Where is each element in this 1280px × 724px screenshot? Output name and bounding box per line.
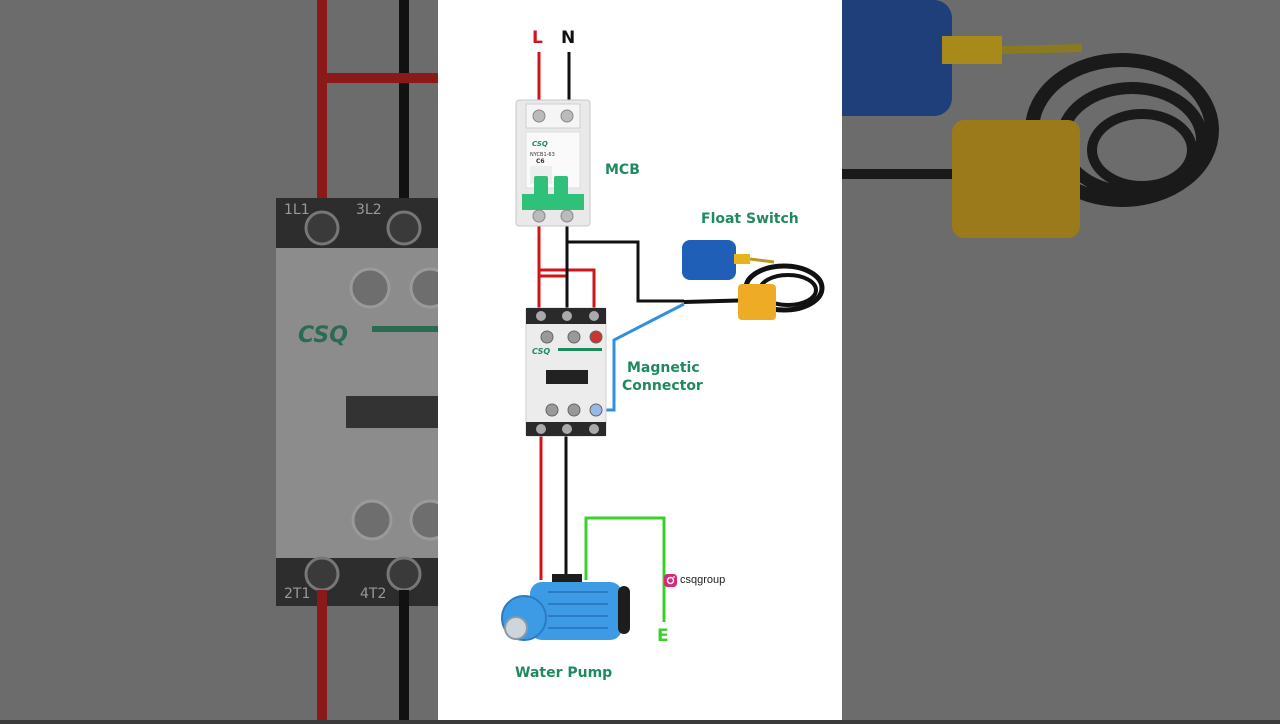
- svg-text:3L2: 3L2: [356, 202, 382, 218]
- svg-text:C6: C6: [536, 158, 545, 165]
- live-terminal-label: L: [532, 28, 543, 48]
- background-left-contactor: 1L1 3L2 CSQ 2T1 4T2: [0, 0, 438, 720]
- contactor-label-line2: Connector: [622, 378, 703, 394]
- wiring-diagram-svg: CSQ NYCB1-63 C6 CSQ: [501, 52, 825, 641]
- wiring-diagram: CSQ NYCB1-63 C6 CSQ: [438, 0, 842, 720]
- earth-terminal-label: E: [657, 626, 669, 646]
- svg-text:2T1: 2T1: [284, 586, 310, 602]
- mcb-breaker: CSQ NYCB1-63 C6: [515, 99, 591, 227]
- float-switch-device: [682, 240, 825, 320]
- svg-text:CSQ: CSQ: [298, 323, 348, 348]
- svg-text:NYCB1-63: NYCB1-63: [530, 152, 555, 158]
- svg-text:1L1: 1L1: [284, 202, 310, 218]
- background-right-zoom: [842, 0, 1280, 720]
- neutral-to-float-switch-wire: [567, 240, 684, 303]
- neutral-terminal-label: N: [561, 28, 576, 48]
- instagram-icon: [664, 574, 677, 587]
- svg-text:CSQ: CSQ: [532, 140, 548, 148]
- magnetic-contactor: CSQ: [525, 307, 607, 437]
- water-pump-device: [501, 574, 630, 641]
- live-coil-branch-wire: [539, 268, 596, 312]
- mcb-label: MCB: [605, 162, 640, 178]
- background-left-zoom: 1L1 3L2 CSQ 2T1 4T2: [0, 0, 438, 720]
- social-handle: csqgroup: [680, 574, 726, 586]
- control-wire: [596, 302, 685, 412]
- contactor-label-line1: Magnetic: [627, 360, 700, 376]
- float-switch-label: Float Switch: [701, 211, 799, 227]
- water-pump-label: Water Pump: [515, 665, 613, 681]
- background-right-float-switch: [842, 0, 1280, 720]
- svg-text:4T2: 4T2: [360, 586, 386, 602]
- svg-text:CSQ: CSQ: [532, 347, 550, 356]
- earth-wire: [584, 516, 666, 622]
